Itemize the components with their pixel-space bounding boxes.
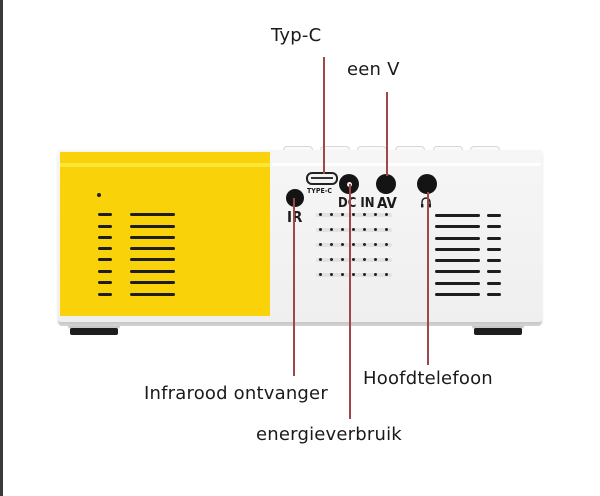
headphone-icon <box>421 197 431 208</box>
callout-label-headphone: Hoofdtelefoon <box>363 368 493 389</box>
device-bottom-lip <box>58 318 542 326</box>
top-ridge <box>395 146 425 153</box>
leader-line-ir <box>293 198 295 376</box>
callout-label-typec: Typ-C <box>271 25 322 46</box>
dc-in-marking: DC IN <box>338 196 375 211</box>
headphone-port <box>417 174 437 194</box>
ir-receiver-port <box>286 189 304 207</box>
indicator-dot <box>97 193 101 197</box>
callout-label-dc: energieverbruik <box>256 424 402 445</box>
leader-line-headphone <box>427 192 429 365</box>
top-ridge <box>433 146 463 153</box>
yellow-highlight <box>60 163 270 167</box>
top-ridge <box>283 146 313 153</box>
leader-line-av <box>386 92 388 176</box>
leader-line-dc <box>349 184 351 419</box>
foot-shadow <box>472 323 524 329</box>
top-ridge <box>470 146 500 153</box>
av-marking: AV <box>377 194 397 212</box>
av-port <box>376 174 396 194</box>
callout-label-av: een V <box>347 59 400 80</box>
top-ridge <box>320 146 350 153</box>
body-highlight <box>272 163 540 166</box>
frame-left-border <box>0 0 3 496</box>
typec-marking: TYPE-C <box>307 187 333 195</box>
device-foot-right <box>474 328 522 335</box>
callout-label-ir: Infrarood ontvanger <box>144 383 328 404</box>
yellow-panel <box>60 152 270 316</box>
device-foot-left <box>70 328 118 335</box>
foot-shadow <box>68 323 120 329</box>
typec-port-inner <box>311 177 333 179</box>
leader-line-typec <box>323 57 325 174</box>
